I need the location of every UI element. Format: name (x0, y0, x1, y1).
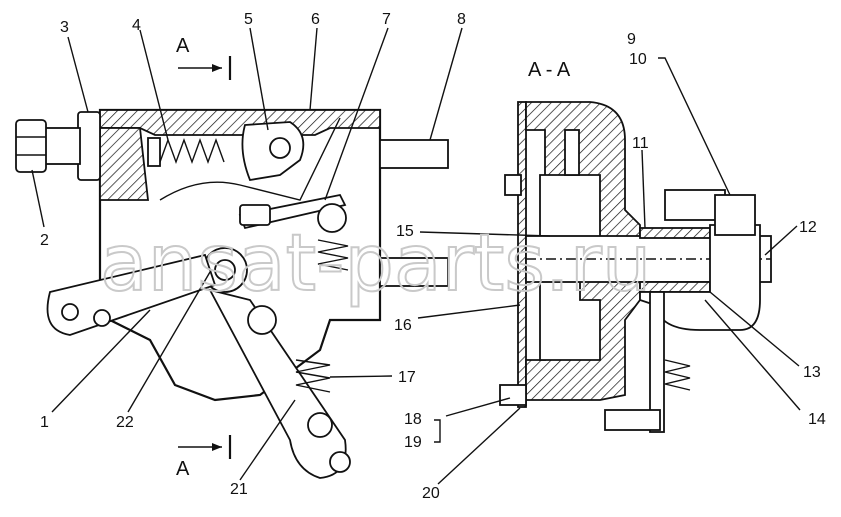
callout-15: 15 (396, 223, 414, 240)
callout-11: 11 (632, 135, 649, 152)
callout-9: 9 (627, 31, 636, 48)
callout-16: 16 (394, 317, 412, 334)
shaft-upper (379, 139, 449, 169)
spring-lower (664, 359, 691, 391)
section-marker-bottom: A (176, 458, 190, 480)
leader-lines (31, 27, 801, 485)
callout-5: 5 (244, 11, 253, 28)
vertical-rod (649, 291, 665, 433)
spring-7 (317, 239, 349, 271)
watermark-text: ansat-parts.ru (100, 219, 651, 309)
callout-4: 4 (132, 17, 141, 34)
left-view (15, 56, 449, 479)
spring-4 (149, 137, 225, 165)
callout-17: 17 (398, 369, 416, 386)
lock-nut (77, 111, 101, 181)
callout-12: 12 (799, 219, 817, 236)
callout-10: 10 (629, 51, 647, 68)
bolt (499, 384, 527, 406)
shaft-lower (379, 257, 449, 287)
callout-18: 18 (404, 411, 422, 428)
callout-20: 20 (422, 485, 440, 502)
callout-21: 21 (230, 481, 248, 498)
callout-1: 1 (40, 414, 49, 431)
section-view (499, 101, 772, 433)
callout-13: 13 (803, 364, 821, 381)
callout-22: 22 (116, 414, 134, 431)
arm-1 (46, 253, 217, 336)
callout-14: 14 (808, 411, 826, 428)
adjusting-screw-head (15, 119, 47, 173)
callout-2: 2 (40, 232, 49, 249)
spring-seat (147, 137, 161, 167)
callouts: 3 4 5 6 7 8 9 10 2 11 12 15 16 17 13 1 2… (40, 11, 826, 502)
spring-17 (295, 359, 331, 393)
section-view-title: A - A (528, 59, 571, 81)
section-marker-top: A (176, 35, 190, 57)
callout-3: 3 (60, 19, 69, 36)
callout-8: 8 (457, 11, 466, 28)
adjusting-screw-shank (44, 127, 81, 165)
callout-19: 19 (404, 434, 422, 451)
housing-left-wall (99, 127, 150, 201)
callout-7: 7 (382, 11, 391, 28)
callout-6: 6 (311, 11, 320, 28)
